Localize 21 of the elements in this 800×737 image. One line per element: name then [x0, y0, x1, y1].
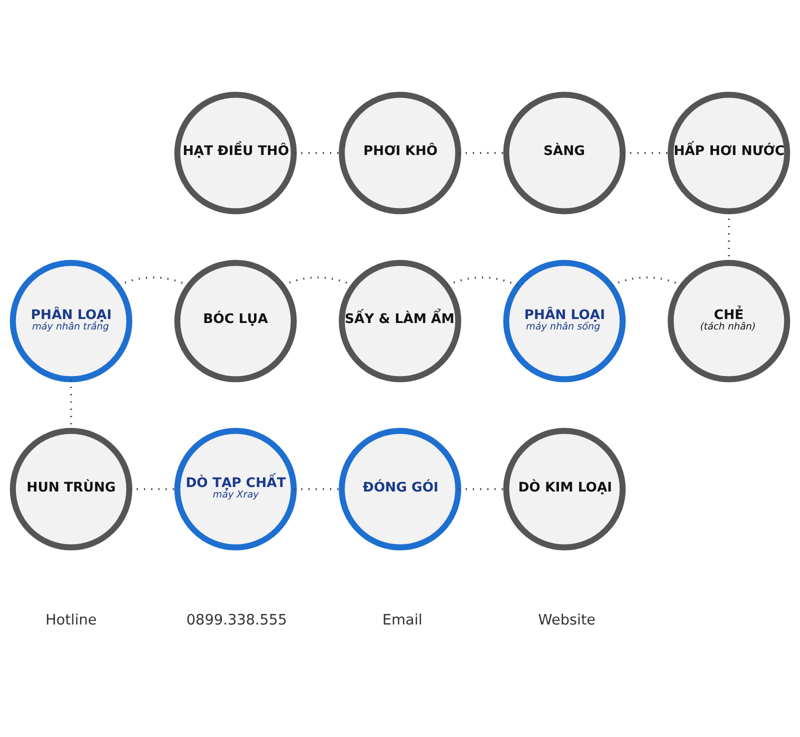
label: Email	[382, 612, 422, 628]
node-circle: SÀNG	[503, 92, 626, 214]
label: Hotline	[45, 612, 97, 628]
node-circle: SẤY & LÀM ẨM	[338, 260, 462, 382]
connector	[610, 276, 683, 287]
connector	[446, 276, 518, 287]
label: Website	[538, 612, 596, 628]
node-circle: PHÂN LOẠI máy nhân sống	[503, 260, 626, 382]
connector	[282, 276, 354, 287]
label: 0899.338.555	[186, 612, 288, 628]
node-circle: BÓC LỤA	[174, 260, 297, 382]
node-circle: ĐÓNG GÓI	[338, 428, 462, 550]
node-circle: PHÂN LOẠI máy nhân trắng	[10, 260, 132, 382]
node-circle: DÒ KIM LOẠI	[503, 428, 626, 550]
node-circle: HUN TRÙNG	[10, 428, 132, 550]
node-circle: HẠT ĐIỀU THÔ	[174, 92, 297, 214]
node-circle: HẤP HƠI NƯỚC	[668, 92, 790, 214]
node-circle: CHẺ (tách nhân)	[668, 260, 790, 382]
connector	[117, 276, 190, 287]
node-circle: DÒ TẠP CHẤT máy Xray	[174, 428, 297, 550]
node-circle: PHƠI KHÔ	[338, 92, 462, 214]
